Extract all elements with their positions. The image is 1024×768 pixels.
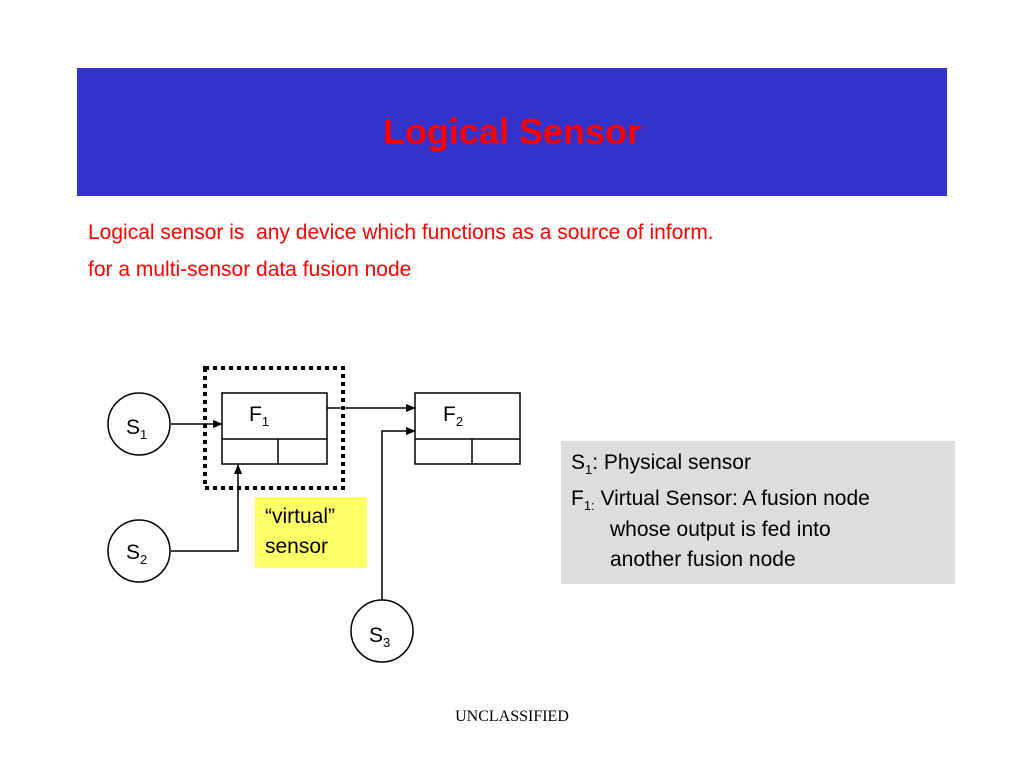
intro-line-1: Logical sensor is any device which funct…	[88, 221, 714, 244]
s1-node	[107, 392, 171, 456]
virtual-sensor-callout: “virtual” sensor	[255, 497, 367, 568]
title-bar	[77, 68, 947, 196]
legend-item-virtual-cont-1: whose output is fed into	[610, 518, 831, 541]
f2-node	[414, 392, 521, 465]
s2-label: S2	[126, 541, 148, 567]
virtual-sensor-boundary	[203, 366, 345, 490]
legend-item-physical: S1: Physical sensor	[571, 451, 751, 477]
slide-title: Logical Sensor	[382, 111, 642, 152]
f2-label: F2	[443, 403, 464, 429]
legend-item-virtual-cont-2: another fusion node	[610, 548, 796, 571]
intro-line-2: for a multi-sensor data fusion node	[88, 258, 412, 281]
classification-footer: UNCLASSIFIED	[455, 708, 569, 725]
s1-label: S1	[126, 416, 148, 442]
s2-node	[107, 519, 171, 583]
callout-line-1: “virtual”	[265, 505, 336, 528]
f1-label: F1	[249, 403, 270, 429]
legend-box: S1: Physical sensor F1: Virtual Sensor: …	[561, 441, 955, 584]
f1-node	[221, 392, 328, 465]
s3-label: S3	[369, 624, 391, 650]
callout-line-2: sensor	[265, 535, 329, 558]
legend-item-virtual: F1: Virtual Sensor: A fusion node	[571, 487, 870, 513]
s2-to-f1-arrow	[171, 464, 242, 552]
s3-to-f2-arrow	[381, 427, 416, 600]
intro-text: Logical sensor is any device which funct…	[88, 214, 714, 288]
